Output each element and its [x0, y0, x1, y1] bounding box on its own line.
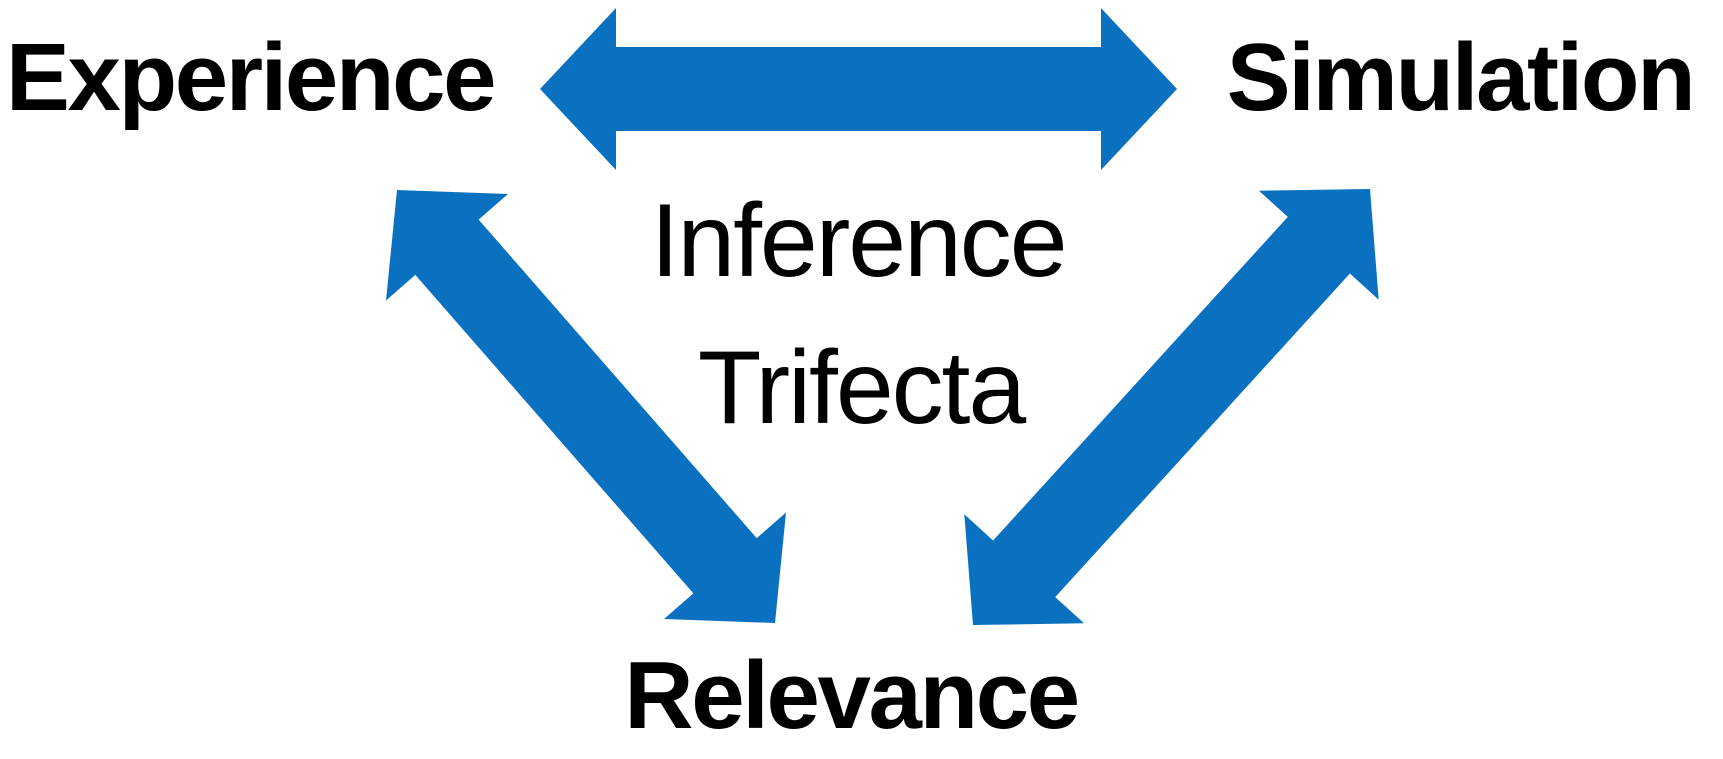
node-relevance-label: Relevance: [624, 642, 1080, 749]
center-title-line1: Inference: [650, 183, 1068, 299]
double-arrow-experience-relevance: [386, 190, 786, 623]
node-experience-label: Experience: [5, 24, 497, 131]
node-simulation-label: Simulation: [1226, 24, 1696, 131]
double-arrow-experience-simulation: [540, 8, 1177, 170]
double-arrow-relevance-simulation: [964, 189, 1379, 625]
center-title-line2: Trifecta: [697, 330, 1026, 446]
